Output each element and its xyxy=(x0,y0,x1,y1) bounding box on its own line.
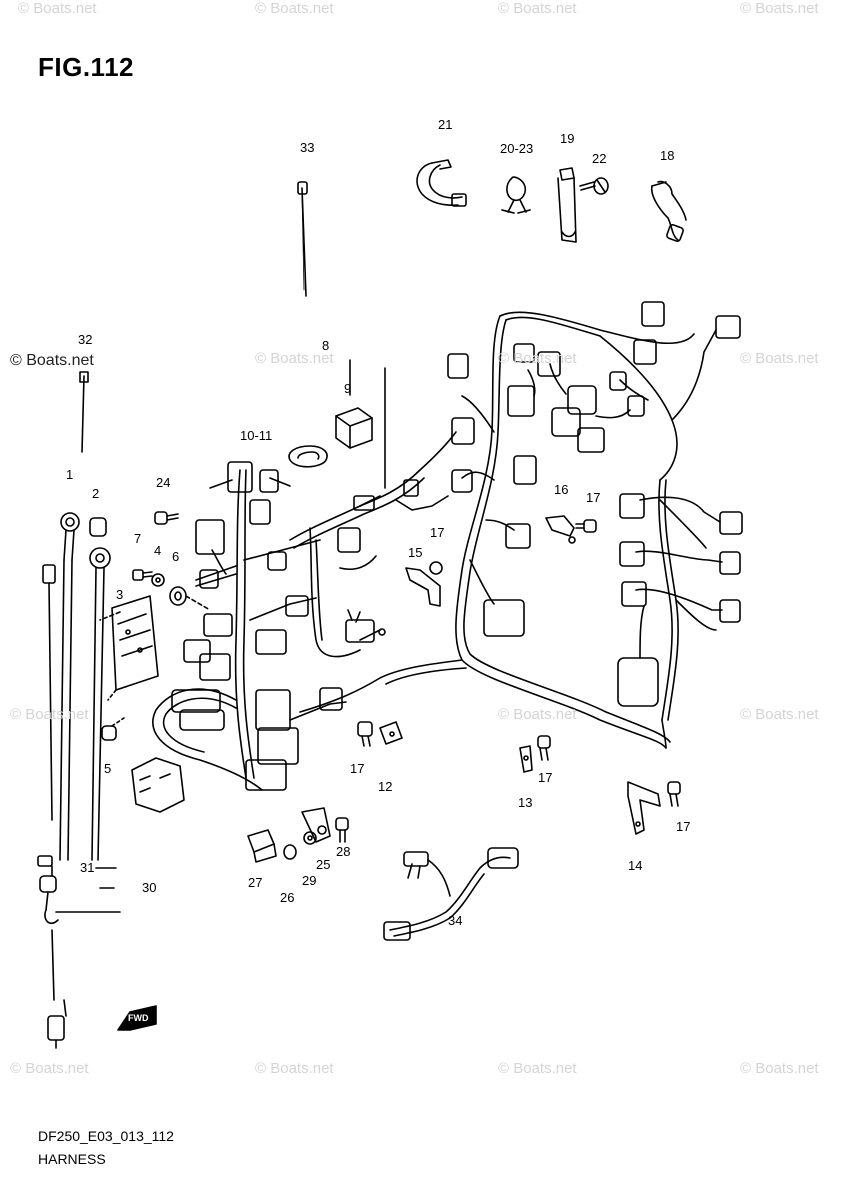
callout-2[interactable]: 2 xyxy=(92,486,100,501)
bracket-19 xyxy=(557,167,577,243)
collar-6 xyxy=(169,586,211,611)
callout-1[interactable]: 1 xyxy=(66,467,74,482)
plate-3 xyxy=(99,595,159,701)
watermark: © Boats.net xyxy=(10,352,94,369)
callout-32[interactable]: 32 xyxy=(78,332,93,347)
callout-22[interactable]: 22 xyxy=(592,151,607,166)
battery-cable-2 xyxy=(89,517,111,861)
callout-14[interactable]: 14 xyxy=(628,858,643,873)
clip-12 xyxy=(379,721,403,745)
bracket-13 xyxy=(519,745,533,773)
grommet-26 xyxy=(283,844,297,860)
callout-16[interactable]: 16 xyxy=(554,482,569,497)
watermark: © Boats.net xyxy=(10,706,89,723)
callout-6[interactable]: 6 xyxy=(172,549,180,564)
screw-24 xyxy=(154,511,179,525)
clamp-21 xyxy=(416,159,467,207)
callout-28[interactable]: 28 xyxy=(336,844,351,859)
callout-12[interactable]: 12 xyxy=(378,779,393,794)
callout-4[interactable]: 4 xyxy=(154,543,162,558)
callout-8[interactable]: 8 xyxy=(322,338,330,353)
bolt-17-far-right xyxy=(667,781,681,807)
callout-31[interactable]: 31 xyxy=(80,860,95,875)
bolt-17-mid xyxy=(357,721,373,747)
fwd-label: FWD xyxy=(128,1013,149,1023)
bolt-28 xyxy=(335,817,349,843)
callout-10-11[interactable]: 10-11 xyxy=(240,428,273,443)
callout-26[interactable]: 26 xyxy=(280,890,295,905)
watermark: © Boats.net xyxy=(740,706,819,723)
watermark: © Boats.net xyxy=(498,350,577,367)
callout-21[interactable]: 21 xyxy=(438,117,453,132)
bolt-22 xyxy=(579,177,609,195)
washer-4 xyxy=(151,573,165,587)
watermark: © Boats.net xyxy=(498,706,577,723)
callout-30[interactable]: 30 xyxy=(142,880,157,895)
figure-name: HARNESS xyxy=(38,1151,106,1167)
bracket-16 xyxy=(545,515,576,544)
bracket-15 xyxy=(405,561,443,607)
cable-lead xyxy=(48,582,53,821)
watermark: © Boats.net xyxy=(498,0,577,17)
clamp-18 xyxy=(650,180,687,242)
washer-29 xyxy=(303,831,317,845)
grommet-10-11 xyxy=(288,445,328,468)
cap-27 xyxy=(247,829,277,863)
callout-27[interactable]: 27 xyxy=(248,875,263,890)
bracket-25 xyxy=(301,807,331,843)
watermark: © Boats.net xyxy=(18,0,97,17)
callout-18[interactable]: 18 xyxy=(660,148,675,163)
cable-tie-33 xyxy=(297,181,308,297)
callout-15[interactable]: 15 xyxy=(408,545,423,560)
harness-middle-branch xyxy=(289,431,457,658)
callout-33[interactable]: 33 xyxy=(300,140,315,155)
watermark: © Boats.net xyxy=(255,1060,334,1077)
battery-cable-1 xyxy=(59,512,80,861)
callout-19[interactable]: 19 xyxy=(560,131,575,146)
callout-17-e[interactable]: 17 xyxy=(676,819,691,834)
sub-harness-34 xyxy=(383,847,519,941)
callout-20-23[interactable]: 20-23 xyxy=(500,141,534,156)
clip-20-23 xyxy=(501,176,531,214)
battery-cable-30-31 xyxy=(37,855,121,1049)
watermark: © Boats.net xyxy=(498,1060,577,1077)
fuse-holder xyxy=(42,564,56,584)
figure-title: FIG.112 xyxy=(38,52,134,82)
watermark: © Boats.net xyxy=(740,350,819,367)
callout-25[interactable]: 25 xyxy=(316,857,331,872)
fwd-arrow-icon xyxy=(117,1005,157,1031)
figure-code: DF250_E03_013_112 xyxy=(38,1128,174,1144)
watermark: © Boats.net xyxy=(255,350,334,367)
cable-tie-32 xyxy=(79,371,89,453)
callout-17-d[interactable]: 17 xyxy=(538,770,553,785)
watermark: © Boats.net xyxy=(10,1060,89,1077)
callout-17-b[interactable]: 17 xyxy=(430,525,445,540)
callout-7[interactable]: 7 xyxy=(134,531,142,546)
grommet-5 xyxy=(101,717,125,741)
watermark: © Boats.net xyxy=(255,0,334,17)
main-harness-right xyxy=(299,301,743,749)
callout-24[interactable]: 24 xyxy=(156,475,171,490)
callout-34[interactable]: 34 xyxy=(448,913,463,928)
bolt-17-upper xyxy=(575,519,597,533)
relay-9 xyxy=(335,407,373,449)
callout-9[interactable]: 9 xyxy=(344,381,352,396)
main-harness-left xyxy=(131,461,347,813)
watermark: © Boats.net xyxy=(740,0,819,17)
bracket-14 xyxy=(627,781,661,835)
callout-5[interactable]: 5 xyxy=(104,761,112,776)
bolt-7 xyxy=(132,569,153,581)
callout-17-a[interactable]: 17 xyxy=(586,490,601,505)
callout-17-c[interactable]: 17 xyxy=(350,761,365,776)
watermark: © Boats.net xyxy=(740,1060,819,1077)
callout-29[interactable]: 29 xyxy=(302,873,317,888)
callout-13[interactable]: 13 xyxy=(518,795,533,810)
callout-3[interactable]: 3 xyxy=(116,587,124,602)
bolt-17-right xyxy=(537,735,551,761)
